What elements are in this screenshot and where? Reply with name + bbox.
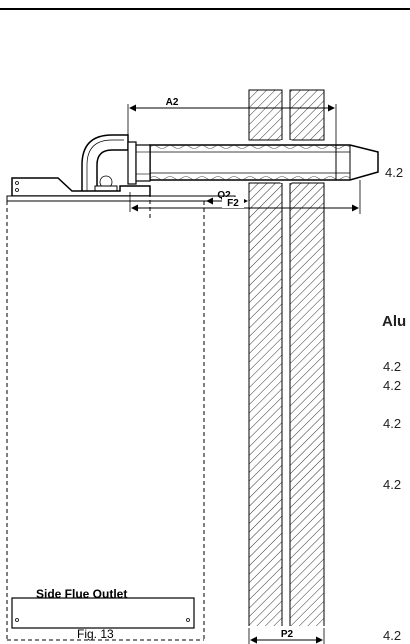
dimension-f2-label: F2 (227, 198, 239, 209)
clause-number: 4.2 (383, 416, 402, 431)
dimension-a2: A2 (127, 95, 337, 145)
clause-number: 4.2 (383, 378, 402, 393)
clause-number: 4.2 (383, 628, 402, 643)
dimension-f2: F2 (129, 180, 361, 214)
flue-duct (149, 144, 379, 181)
clause-number: 4.2 (385, 165, 404, 180)
clause-number: 4.2 (383, 359, 402, 374)
boiler-bottom-panel (11, 597, 195, 629)
dimension-p2-label: P2 (281, 629, 294, 640)
section-heading: Alu (382, 313, 407, 330)
flue-elbow (81, 134, 151, 196)
figure-caption-title: Side Flue Outlet (36, 587, 128, 601)
figure-caption-number: Fig. 13 (77, 627, 114, 641)
dimension-a2-label: A2 (166, 97, 179, 108)
cavity-wall (248, 89, 325, 644)
dimension-p2: P2 (246, 626, 326, 644)
clause-number: 4.2 (383, 477, 402, 492)
dimension-q2-label: Q2 (217, 190, 231, 201)
boiler-top (6, 177, 236, 202)
boiler-outline (6, 186, 205, 641)
